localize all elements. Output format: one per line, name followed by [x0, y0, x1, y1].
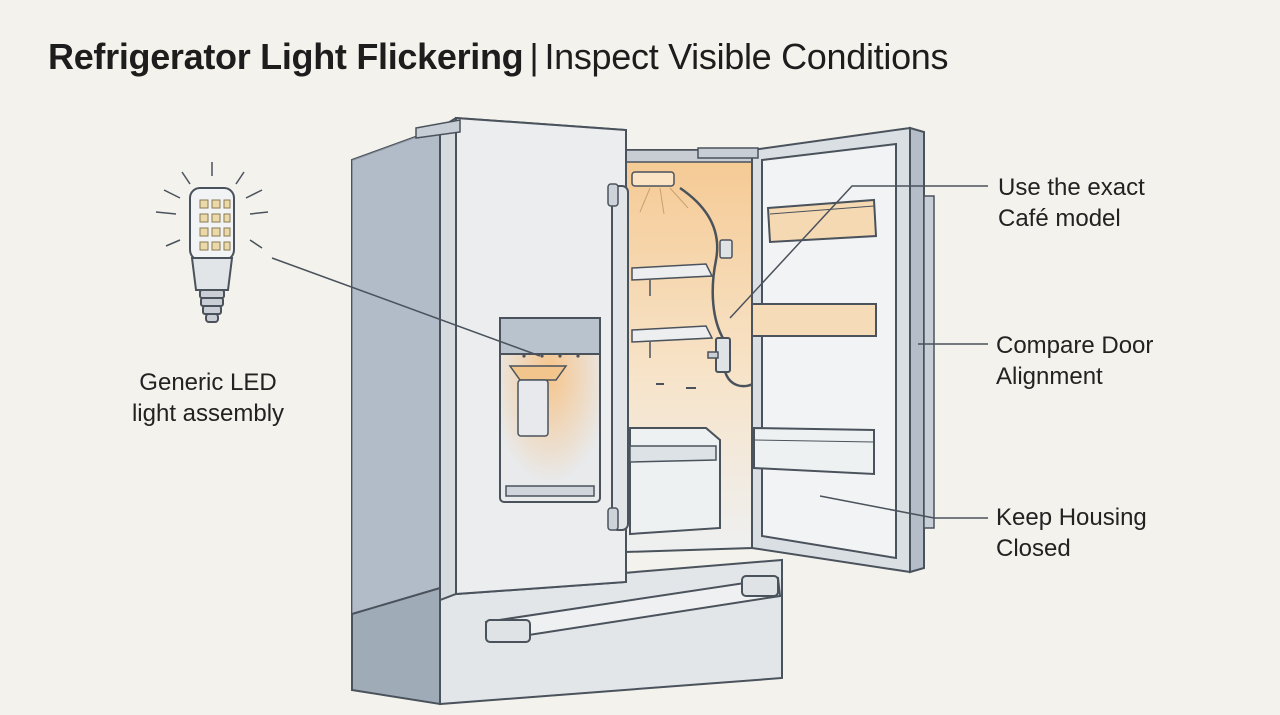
- callout-housing-closed: Keep Housing Closed: [996, 502, 1147, 564]
- light-housing: [631, 171, 675, 187]
- leader-generic-led: [271, 257, 541, 357]
- callout-line: Keep Housing: [996, 504, 1147, 531]
- callout-line: Café model: [998, 205, 1121, 232]
- callout-line: Closed: [996, 535, 1071, 562]
- leader-housing-closed: [819, 495, 988, 519]
- callout-leader-lines: [271, 185, 988, 519]
- left-door-handle: [607, 183, 629, 531]
- fresh-food-interior: [625, 149, 801, 554]
- light-rays: [155, 162, 269, 249]
- leader-exact-model: [729, 185, 988, 319]
- callout-line: Use the exact: [998, 174, 1145, 201]
- door-bin: [766, 198, 878, 244]
- door-bin: [753, 426, 875, 476]
- callout-line: Generic LED: [139, 369, 277, 396]
- title-separator: |: [529, 36, 539, 77]
- page-title: Refrigerator Light Flickering|Inspect Vi…: [48, 36, 949, 78]
- callout-line: light assembly: [131, 400, 285, 427]
- title-primary: Refrigerator Light Flickering: [48, 36, 524, 77]
- door-bin: [751, 303, 877, 337]
- interior-shelf: [631, 325, 714, 358]
- interior-shelf: [631, 263, 714, 296]
- callout-door-alignment: Compare Door Alignment: [996, 330, 1153, 392]
- freezer-drawer: [351, 558, 783, 706]
- led-bulb-icon: [155, 162, 269, 323]
- left-door: [415, 116, 629, 602]
- crisper-drawer: [629, 427, 721, 536]
- cabinet-side-panel: [351, 126, 441, 620]
- title-secondary: Inspect Visible Conditions: [544, 36, 949, 77]
- callout-line: Alignment: [996, 363, 1103, 390]
- callout-generic-led: Generic LED light assembly: [108, 367, 308, 429]
- callout-exact-model: Use the exact Café model: [998, 172, 1145, 234]
- freezer-handle: [484, 575, 782, 643]
- water-dispenser: [499, 317, 601, 503]
- callout-line: Compare Door: [996, 332, 1154, 359]
